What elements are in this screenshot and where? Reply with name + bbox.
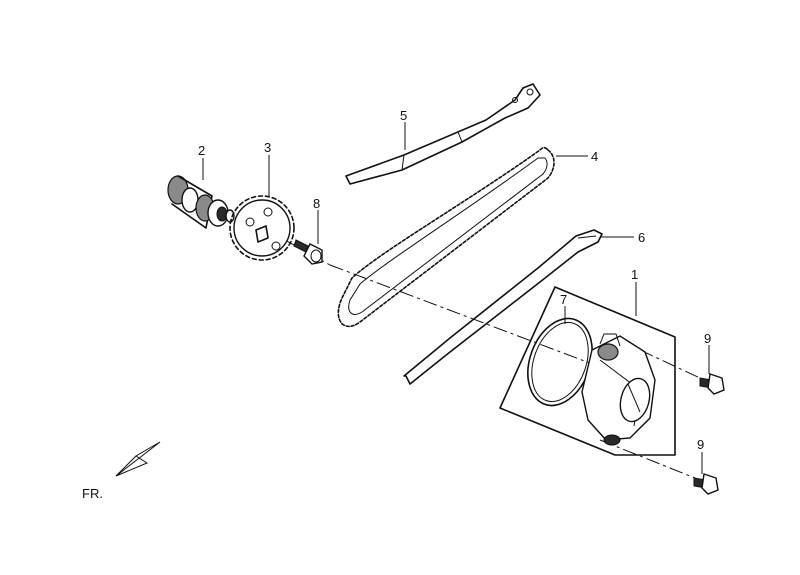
callout-5: 5 xyxy=(400,108,407,123)
callout-6: 6 xyxy=(638,230,645,245)
chain-guide-lower xyxy=(403,229,603,385)
chain-guide-upper xyxy=(345,83,541,185)
callouts: 2 3 8 5 4 6 1 7 9 9 xyxy=(198,108,711,452)
callout-1: 1 xyxy=(631,267,638,282)
cam-chain xyxy=(337,146,555,328)
tensioner-bolt-lower xyxy=(693,473,719,495)
callout-3: 3 xyxy=(264,140,271,155)
callout-7: 7 xyxy=(560,292,567,307)
callout-8: 8 xyxy=(313,196,320,211)
front-direction-indicator: FR. xyxy=(82,441,161,501)
sprocket-bolt xyxy=(293,239,323,265)
callout-9-lower: 9 xyxy=(697,437,704,452)
callout-4: 4 xyxy=(591,149,598,164)
tensioner-bolt-upper xyxy=(699,373,725,395)
cam-sprocket xyxy=(229,195,295,261)
callout-9-upper: 9 xyxy=(704,331,711,346)
tensioner-assembly xyxy=(499,286,676,456)
camshaft xyxy=(167,175,235,229)
callout-2: 2 xyxy=(198,143,205,158)
direction-arrow-icon xyxy=(115,441,161,477)
front-label: FR. xyxy=(82,486,103,501)
leader-lines xyxy=(202,122,710,474)
